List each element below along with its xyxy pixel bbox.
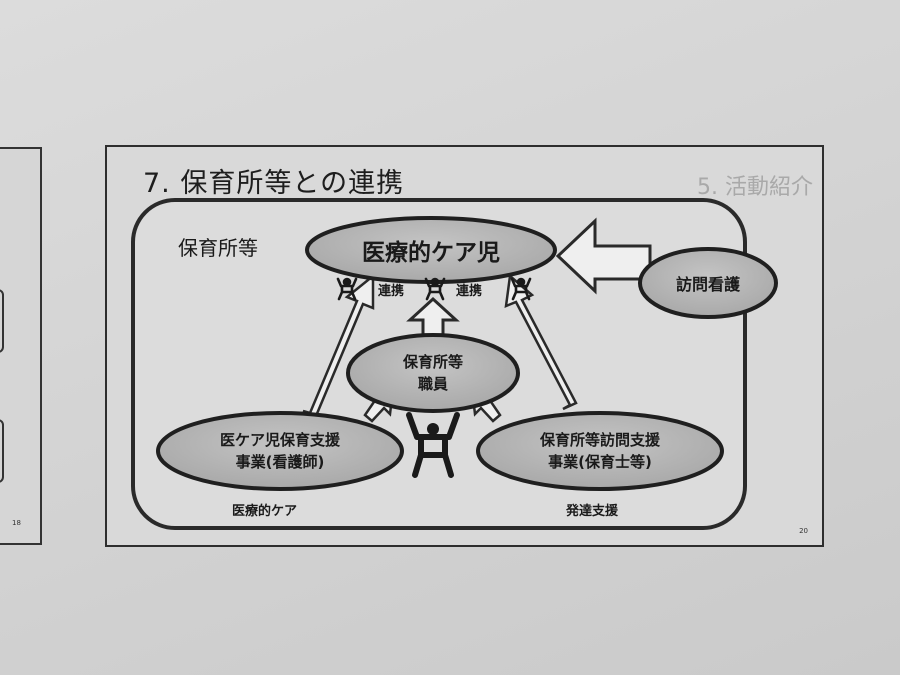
- child-node-label: 医療的ケア児: [362, 240, 500, 266]
- page-number: 20: [799, 527, 808, 535]
- staff-node-line: 保育所等: [402, 353, 464, 371]
- staff-node-line: 職員: [417, 375, 449, 393]
- slide-title: 7. 保育所等との連携: [143, 168, 405, 199]
- left-support-node: [156, 411, 404, 491]
- caption-medical-care: 医療的ケア: [232, 504, 298, 519]
- person-icon: [424, 277, 446, 301]
- bleed-through-title: 5. 活動紹介: [697, 175, 813, 200]
- left-support-line: 事業(看護師): [235, 453, 325, 471]
- arrow-visiting-nurse: [555, 217, 652, 295]
- person-icon: [510, 277, 532, 301]
- previous-slide-edge: 18: [0, 147, 42, 545]
- staff-node: [346, 333, 520, 413]
- previous-page-number: 18: [12, 519, 21, 527]
- staff-node-label: 保育所等 職員: [403, 351, 463, 395]
- left-support-label: 医ケア児保育支援 事業(看護師): [220, 429, 340, 473]
- supporter-person-icon: [406, 412, 460, 478]
- left-support-line: 医ケア児保育支援: [219, 431, 341, 449]
- nursery-container-label: 保育所等: [178, 236, 258, 260]
- right-support-node: [476, 411, 724, 491]
- person-icon: [336, 277, 358, 301]
- link-label-right: 連携: [456, 284, 483, 299]
- visiting-nurse-node: [638, 247, 778, 319]
- right-support-line: 事業(保育士等): [548, 453, 652, 471]
- visiting-nurse-label: 訪問看護: [675, 275, 741, 294]
- right-support-label: 保育所等訪問支援 事業(保育士等): [540, 429, 660, 473]
- right-support-line: 保育所等訪問支援: [539, 431, 661, 449]
- link-label-left: 連携: [378, 284, 405, 299]
- caption-developmental-support: 発達支援: [566, 504, 619, 519]
